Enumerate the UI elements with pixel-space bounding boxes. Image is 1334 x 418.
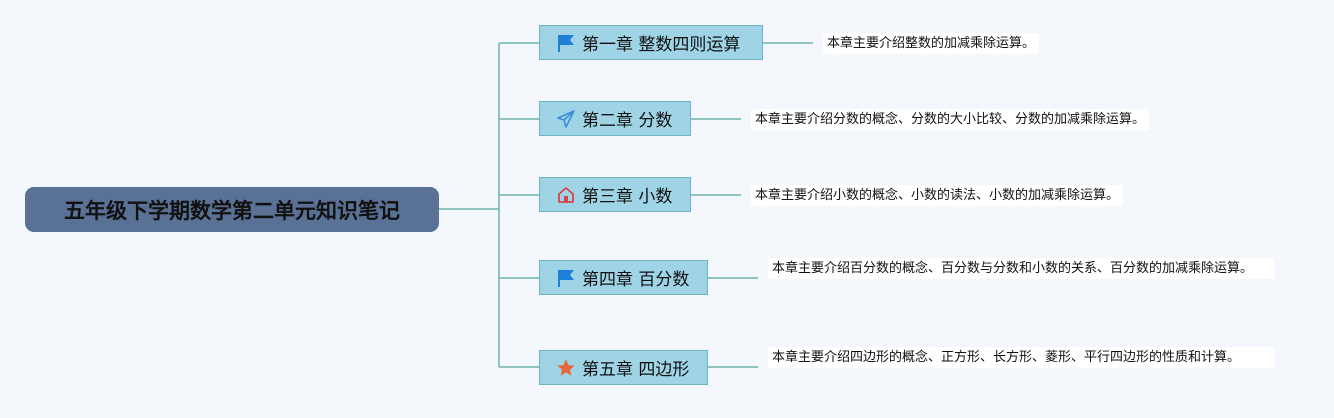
flag-icon [556, 268, 576, 288]
flag-icon [556, 33, 576, 53]
chapter-topic-1[interactable]: 第一章 整数四则运算 [539, 25, 763, 60]
chapter-label: 第一章 整数四则运算 [582, 35, 741, 55]
star-icon [556, 358, 576, 378]
paper-plane-icon [556, 109, 576, 129]
chapter-label: 第二章 分数 [582, 111, 673, 131]
chapter-note-text: 本章主要介绍整数的加减乘除运算。 [827, 36, 1036, 51]
chapter-note-4: 本章主要介绍百分数的概念、百分数与分数和小数的关系、百分数的加减乘除运算。 [768, 258, 1274, 279]
chapter-topic-5[interactable]: 第五章 四边形 [539, 350, 708, 385]
chapter-topic-3[interactable]: 第三章 小数 [539, 177, 691, 212]
chapter-note-3: 本章主要介绍小数的概念、小数的读法、小数的加减乘除运算。 [751, 185, 1124, 206]
chapter-note-text: 本章主要介绍百分数的概念、百分数与分数和小数的关系、百分数的加减乘除运算。 [772, 261, 1254, 276]
home-icon [556, 185, 576, 205]
chapter-label: 第四章 百分数 [582, 270, 690, 290]
chapter-note-2: 本章主要介绍分数的概念、分数的大小比较、分数的加减乘除运算。 [751, 109, 1150, 130]
chapter-label: 第三章 小数 [582, 187, 673, 207]
chapter-note-text: 本章主要介绍小数的概念、小数的读法、小数的加减乘除运算。 [755, 188, 1120, 203]
root-title: 五年级下学期数学第二单元知识笔记 [64, 198, 400, 223]
chapter-note-text: 本章主要介绍四边形的概念、正方形、长方形、菱形、平行四边形的性质和计算。 [772, 350, 1241, 365]
chapter-note-1: 本章主要介绍整数的加减乘除运算。 [823, 33, 1040, 54]
root-topic[interactable]: 五年级下学期数学第二单元知识笔记 [25, 187, 439, 232]
chapter-label: 第五章 四边形 [582, 360, 690, 380]
chapter-note-5: 本章主要介绍四边形的概念、正方形、长方形、菱形、平行四边形的性质和计算。 [768, 347, 1274, 368]
chapter-topic-2[interactable]: 第二章 分数 [539, 101, 691, 136]
chapter-topic-4[interactable]: 第四章 百分数 [539, 260, 708, 295]
chapter-note-text: 本章主要介绍分数的概念、分数的大小比较、分数的加减乘除运算。 [755, 112, 1146, 127]
